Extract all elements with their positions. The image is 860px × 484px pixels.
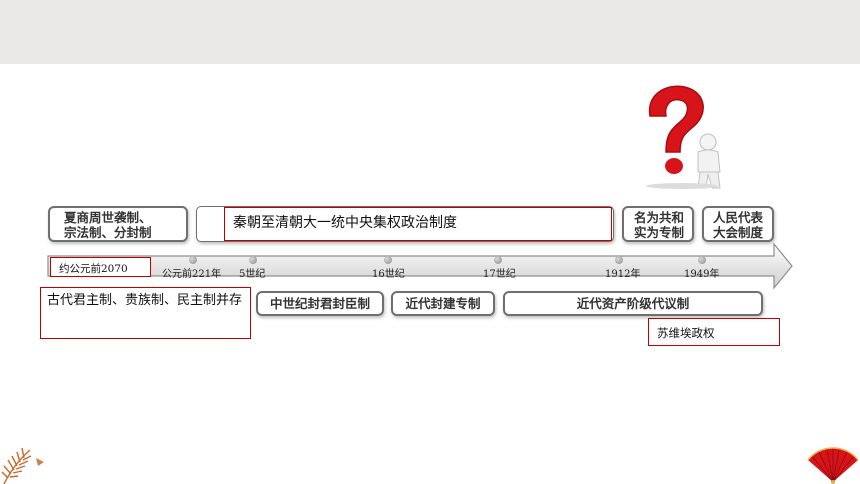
- ancient-forms-label: 古代君主制、贵族制、民主制并存: [47, 293, 243, 308]
- period-modern: 近代资产阶级代议制: [503, 291, 763, 316]
- period-early-modern: 近代封建专制: [391, 291, 495, 316]
- tick-c5: [249, 256, 257, 264]
- nominal-republic-line1: 名为共和: [634, 210, 685, 225]
- early-modern-label: 近代封建专制: [405, 296, 481, 311]
- timeline-arrow: [47, 242, 793, 290]
- period-xia-line1: 夏商周世袭制、: [64, 210, 152, 225]
- soviet-label: 苏维埃政权: [657, 326, 715, 340]
- date-c17-label: 17世纪: [483, 269, 516, 280]
- tick-c17: [494, 256, 502, 264]
- period-nominal-republic: 名为共和 实为专制: [622, 206, 694, 242]
- date-start-label: 约公元前2070: [59, 263, 128, 275]
- date-bc221-label: 公元前221年: [162, 269, 222, 280]
- date-start-box: 约公元前2070: [50, 257, 151, 277]
- tick-1912: [615, 256, 623, 264]
- date-c16-label: 16世纪: [372, 269, 405, 280]
- tick-bc221: [189, 256, 197, 264]
- period-medieval: 中世纪封君封臣制: [256, 291, 384, 316]
- period-peoples-congress: 人民代表 大会制度: [702, 206, 774, 242]
- nominal-republic-line2: 实为专制: [634, 225, 685, 240]
- qin-to-qing-label: 秦朝至清朝大一统中央集权政治制度: [224, 207, 612, 241]
- fan-icon: [807, 447, 859, 484]
- leaf-icon: [1, 447, 44, 484]
- date-c5-label: 5世纪: [239, 269, 266, 280]
- peoples-congress-line2: 大会制度: [713, 225, 764, 240]
- ancient-forms-box: 古代君主制、贵族制、民主制并存: [40, 287, 251, 339]
- date-1912-label: 1912年: [605, 269, 641, 280]
- modern-label: 近代资产阶级代议制: [576, 296, 690, 311]
- tick-c16: [384, 256, 392, 264]
- tick-1949: [698, 256, 706, 264]
- medieval-label: 中世纪封君封臣制: [269, 296, 370, 311]
- period-xia-shang-zhou: 夏商周世袭制、 宗法制、分封制: [48, 206, 188, 242]
- period-xia-line2: 宗法制、分封制: [64, 225, 152, 240]
- soviet-box: 苏维埃政权: [648, 318, 780, 346]
- question-mark-icon: [646, 85, 721, 189]
- header-band: [0, 0, 860, 64]
- peoples-congress-line1: 人民代表: [713, 210, 764, 225]
- date-1949-label: 1949年: [684, 269, 720, 280]
